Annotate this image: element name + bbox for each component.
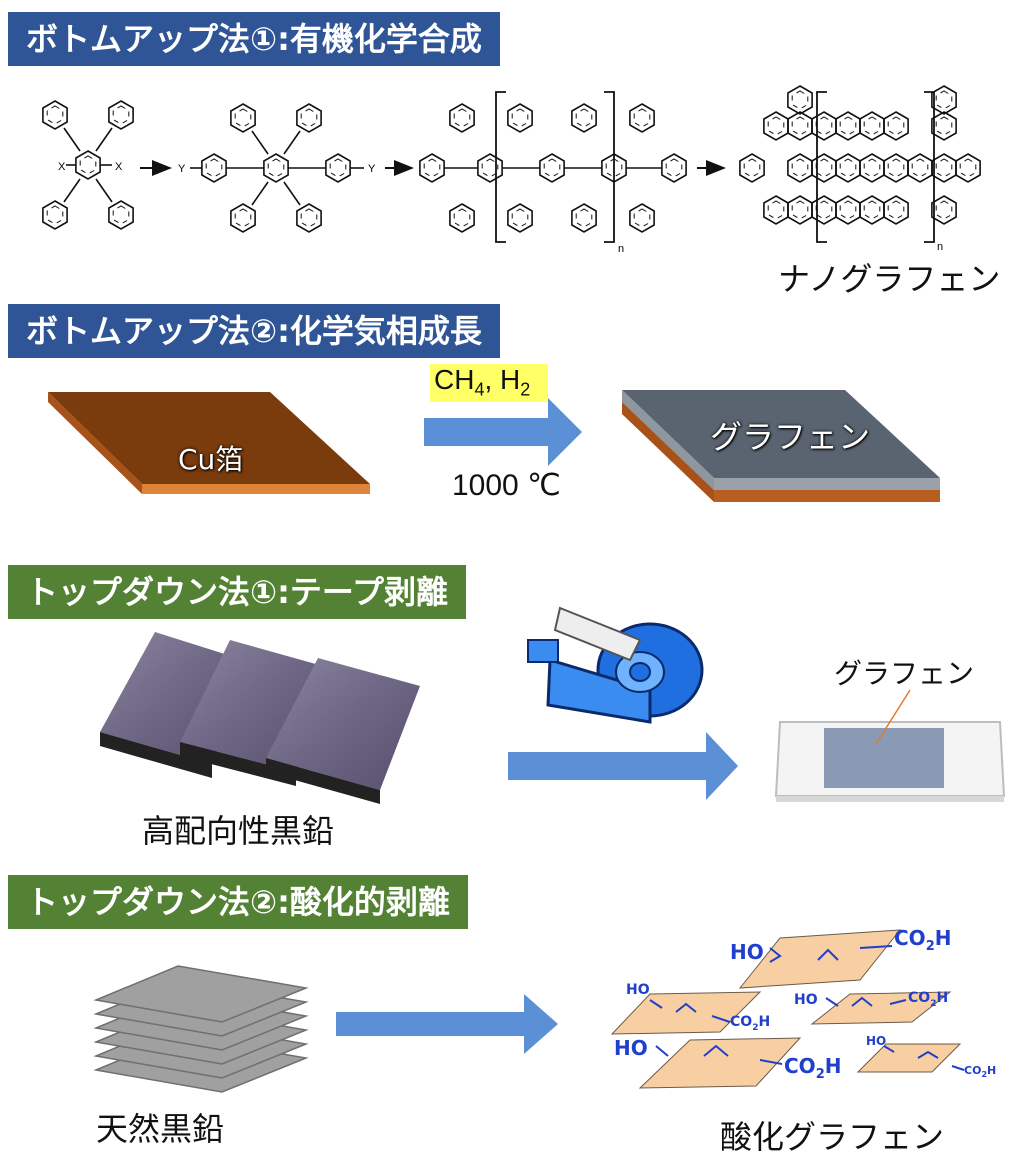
copper-foil-label: Cu箔	[178, 443, 244, 476]
graphene-oxide-sheets	[610, 929, 962, 1089]
graphene-on-copper	[622, 390, 940, 478]
hydroxyl-label-3: HO	[794, 992, 818, 1008]
repeat-n-nanographene: n	[937, 241, 943, 253]
hydroxyl-label-1: HO	[730, 940, 764, 964]
repeat-n-polymer: n	[618, 243, 624, 255]
natural-graphite-label: 天然黒鉛	[96, 1110, 225, 1148]
synthesis-scheme: X X Y Y n	[42, 85, 981, 255]
carboxyl-label-3: CO2H	[908, 990, 949, 1009]
nanographene-ribbon	[739, 85, 981, 243]
section-header-tape-exfoliation: トップダウン法①:テープ剥離	[8, 565, 466, 619]
section-header-cvd: ボトムアップ法②:化学気相成長	[8, 304, 500, 358]
gas-label: CH4, H2	[434, 364, 531, 400]
graphene-tape-label: グラフェン	[834, 657, 975, 690]
carboxyl-label-5: CO2H	[964, 1064, 997, 1080]
carboxyl-label-1: CO2H	[894, 926, 952, 954]
tape-exfoliation-diagram	[100, 606, 1006, 804]
substituent-x-right: X	[115, 161, 123, 173]
section-header-oxidative-exfoliation: トップダウン法②:酸化的剥離	[8, 875, 468, 929]
carboxyl-label-4: CO2H	[784, 1054, 842, 1082]
cvd-arrow	[424, 398, 582, 466]
functional-group-bonds	[649, 945, 965, 1071]
copper-foil	[48, 392, 370, 484]
hopg-label: 高配向性黒鉛	[142, 812, 335, 850]
hydroxyl-label-5: HO	[866, 1034, 887, 1048]
graphite-stack	[93, 965, 309, 1093]
oxidation-arrow	[336, 994, 558, 1054]
section-header-organic-synthesis: ボトムアップ法①:有機化学合成	[8, 12, 500, 66]
substituent-y-right: Y	[368, 163, 376, 175]
hydroxyl-label-2: HO	[626, 982, 650, 998]
substituent-y-left: Y	[178, 163, 186, 175]
hopg-blocks	[100, 632, 420, 804]
nanographene-label: ナノグラフェン	[778, 260, 1001, 298]
hydroxyl-label-4: HO	[614, 1036, 648, 1060]
graphene-cvd-label: グラフェン	[710, 418, 871, 456]
carboxyl-label-2: CO2H	[730, 1014, 771, 1033]
extended-precursor	[190, 103, 364, 233]
tape-dispenser	[527, 606, 704, 724]
hexaphenyl-precursor	[42, 100, 134, 230]
graphene-oxide-label: 酸化グラフェン	[720, 1118, 945, 1156]
substituent-x-left: X	[58, 161, 66, 173]
glass-slide	[774, 721, 1006, 802]
gas-highlight	[430, 364, 548, 402]
graphene-pointer	[875, 689, 911, 745]
temperature-label: 1000 ℃	[452, 469, 561, 502]
graphene-flake	[824, 728, 944, 788]
cvd-diagram	[48, 364, 940, 502]
polyphenylene-polymer	[419, 91, 687, 243]
tape-arrow	[508, 732, 738, 800]
